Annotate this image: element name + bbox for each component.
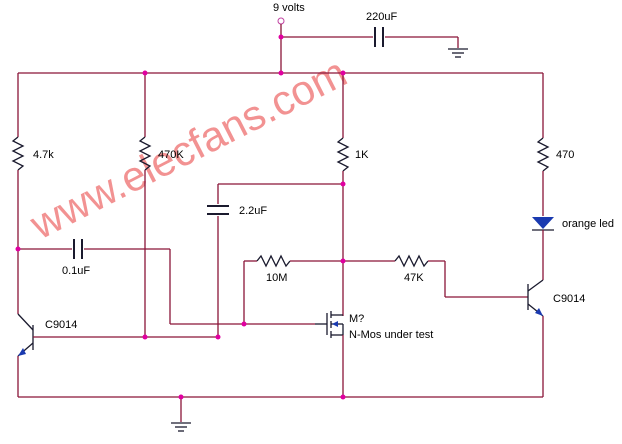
label-mos-ref: M? bbox=[349, 313, 364, 325]
label-led: orange led bbox=[562, 218, 614, 230]
label-c-supply: 220uF bbox=[366, 11, 397, 23]
transistor-q1 bbox=[17, 313, 145, 397]
label-r2: 470K bbox=[158, 149, 184, 161]
supply-section bbox=[277, 17, 468, 73]
label-q1: C9014 bbox=[45, 319, 77, 331]
resistor-47k bbox=[394, 254, 429, 268]
orange-led bbox=[532, 217, 554, 231]
transistor-q2 bbox=[527, 279, 544, 397]
label-r3: 1K bbox=[355, 149, 369, 161]
label-c1: 0.1uF bbox=[62, 265, 90, 277]
nmos-under-test bbox=[315, 311, 344, 397]
label-mos-desc: N-Mos under test bbox=[349, 329, 433, 341]
label-c2: 2.2uF bbox=[239, 205, 267, 217]
ground-symbol-bottom bbox=[171, 422, 191, 432]
label-r1: 4.7k bbox=[33, 149, 54, 161]
supply-terminal bbox=[277, 17, 285, 25]
label-supply: 9 volts bbox=[273, 2, 305, 14]
resistor-10m bbox=[256, 254, 291, 268]
resistor-1k bbox=[336, 137, 350, 172]
label-q2: C9014 bbox=[553, 293, 585, 305]
label-r5: 10M bbox=[266, 272, 287, 284]
watermark-text: www.elecfans.com bbox=[22, 48, 354, 248]
resistor-470 bbox=[536, 137, 550, 172]
label-r4: 470 bbox=[556, 149, 574, 161]
resistor-4-7k bbox=[11, 136, 25, 171]
label-r6: 47K bbox=[404, 272, 424, 284]
ground-symbol-top bbox=[448, 48, 468, 58]
junction-dots bbox=[15, 34, 346, 400]
resistor-470k bbox=[138, 136, 152, 171]
